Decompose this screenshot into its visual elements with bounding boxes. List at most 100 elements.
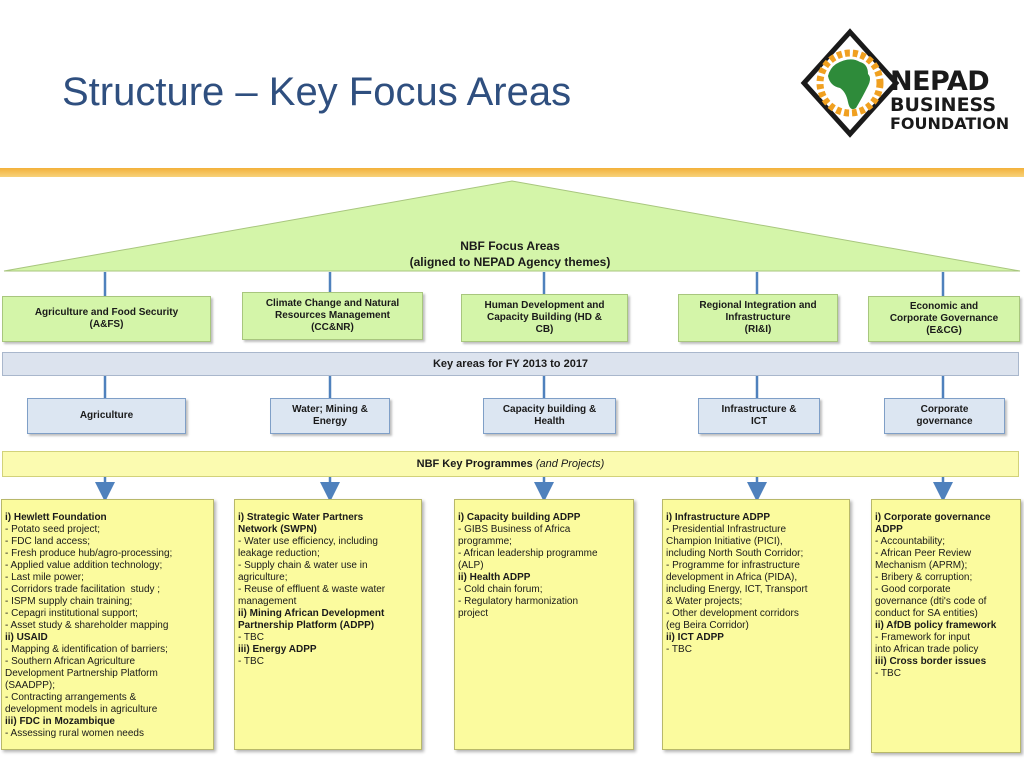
- programme-item: - Bribery & corruption;: [875, 572, 973, 583]
- programmes-band: NBF Key Programmes (and Projects): [2, 451, 1019, 477]
- key-area-line: Water; Mining &: [292, 404, 368, 415]
- focus-area-line: Capacity Building (HD &: [486, 312, 602, 323]
- key-area-box: Capacity building &Health: [483, 398, 616, 434]
- key-area-line: Corporate: [920, 404, 969, 415]
- programme-item: - TBC: [238, 656, 264, 667]
- programme-item: conduct for SA entities): [875, 608, 978, 619]
- roof-label: NBF Focus Areas (aligned to NEPAD Agency…: [360, 238, 660, 270]
- focus-area-line: Regional Integration and: [699, 300, 817, 311]
- programme-item: - Applied value addition technology;: [5, 560, 163, 571]
- programme-item: project: [458, 608, 489, 619]
- programme-item: (eg Beira Corridor): [666, 620, 749, 631]
- programme-item: - Good corporate: [875, 584, 951, 595]
- programme-item: including Energy, ICT, Transport: [666, 584, 808, 595]
- key-area-box: Water; Mining &Energy: [270, 398, 390, 434]
- focus-area-line: (E&CG): [926, 325, 962, 336]
- programme-heading: iii) FDC in Mozambique: [5, 716, 115, 727]
- programme-item: - Contracting arrangements &: [5, 692, 137, 703]
- programme-item: Development Partnership Platform: [5, 668, 158, 679]
- programme-box: i) Infrastructure ADPP- Presidential Inf…: [662, 499, 850, 750]
- focus-area-box: Agriculture and Food Security(A&FS): [2, 296, 211, 342]
- key-area-line: ICT: [750, 416, 768, 427]
- focus-area-line: Climate Change and Natural: [265, 298, 400, 309]
- programme-item: (SAADPP);: [5, 680, 56, 691]
- programme-item: - Cepagri institutional support;: [5, 608, 138, 619]
- programme-heading: i) Strategic Water Partners: [238, 512, 364, 523]
- programme-item: - Asset study & shareholder mapping: [5, 620, 169, 631]
- accent-bar: [0, 168, 1024, 177]
- focus-area-line: Human Development and: [484, 300, 605, 311]
- programme-item: management: [238, 596, 297, 607]
- programme-heading: i) Infrastructure ADPP: [666, 512, 771, 523]
- programme-item: including North South Corridor;: [666, 548, 804, 559]
- programme-item: - Programme for infrastructure: [666, 560, 800, 571]
- programme-item: - TBC: [238, 632, 264, 643]
- programme-item: - Southern African Agriculture: [5, 656, 136, 667]
- programme-heading: ii) Mining African Development: [238, 608, 385, 619]
- programme-item: - TBC: [666, 644, 692, 655]
- focus-area-line: CB): [535, 324, 554, 335]
- programme-item: leakage reduction;: [238, 548, 320, 559]
- programme-item: - Assessing rural women needs: [5, 728, 144, 739]
- programme-item: - Framework for input: [875, 632, 971, 643]
- programme-item: - Last mile power;: [5, 572, 84, 583]
- programmes-band-title: NBF Key Programmes: [416, 458, 533, 470]
- programme-heading: ii) Health ADPP: [458, 572, 531, 583]
- key-area-line: Capacity building &: [502, 404, 597, 415]
- programme-item: - Potato seed project;: [5, 524, 101, 535]
- focus-area-line: Agriculture and Food Security: [34, 307, 179, 318]
- programme-item: governance (dti's code of: [875, 596, 987, 607]
- programme-heading: i) Hewlett Foundation: [5, 512, 107, 523]
- logo-wordmark: NEPAD BUSINESS FOUNDATION: [890, 68, 1009, 132]
- programme-item: - Mapping & identification of barriers;: [5, 644, 168, 655]
- key-area-line: Agriculture: [79, 410, 134, 421]
- programme-heading: Network (SWPN): [238, 524, 317, 535]
- key-area-box: Agriculture: [27, 398, 186, 434]
- programmes-band-note: (and Projects): [535, 458, 605, 470]
- programme-item: - Reuse of effluent & waste water: [238, 584, 386, 595]
- programme-item: - Other development corridors: [666, 608, 799, 619]
- programme-item: development in Africa (PIDA),: [666, 572, 798, 583]
- logo-line-3: FOUNDATION: [890, 114, 1010, 133]
- programme-item: - Water use efficiency, including: [238, 536, 378, 547]
- nepad-logo: [800, 28, 900, 138]
- focus-area-line: (A&FS): [89, 319, 124, 330]
- key-area-line: Energy: [313, 416, 347, 427]
- programme-item: - FDC land access;: [5, 536, 91, 547]
- programme-item: - Presidential Infrastructure: [666, 524, 787, 535]
- programme-heading: Partnership Platform (ADPP): [238, 620, 375, 631]
- programme-item: programme;: [458, 536, 512, 547]
- roof-triangle: [3, 180, 1021, 272]
- programme-item: - Corridors trade facilitation study ;: [5, 584, 161, 595]
- roof-title: NBF Focus Areas: [460, 239, 560, 253]
- programme-box: i) Hewlett Foundation- Potato seed proje…: [1, 499, 214, 750]
- programme-heading: iii) Cross border issues: [875, 656, 987, 667]
- key-areas-band: Key areas for FY 2013 to 2017: [2, 352, 1019, 376]
- focus-area-line: (CC&NR): [311, 322, 354, 333]
- key-area-line: Infrastructure &: [721, 404, 797, 415]
- key-area-line: Health: [534, 416, 565, 427]
- programme-item: & Water projects;: [666, 596, 743, 607]
- focus-area-line: Economic and: [909, 301, 979, 312]
- programme-heading: i) Capacity building ADPP: [458, 512, 581, 523]
- programme-item: (ALP): [458, 560, 484, 571]
- focus-area-line: (RI&I): [744, 324, 772, 335]
- programme-heading: ii) ICT ADPP: [666, 632, 724, 643]
- programme-heading: iii) Energy ADPP: [238, 644, 317, 655]
- logo-line-1: NEPAD: [890, 66, 990, 97]
- page-title: Structure – Key Focus Areas: [62, 70, 572, 114]
- programme-item: - African Peer Review: [875, 548, 972, 559]
- focus-area-line: Corporate Governance: [889, 313, 999, 324]
- programme-item: - Supply chain & water use in: [238, 560, 368, 571]
- key-area-box: Infrastructure &ICT: [698, 398, 820, 434]
- programme-item: agriculture;: [238, 572, 288, 583]
- focus-area-line: Infrastructure: [725, 312, 791, 323]
